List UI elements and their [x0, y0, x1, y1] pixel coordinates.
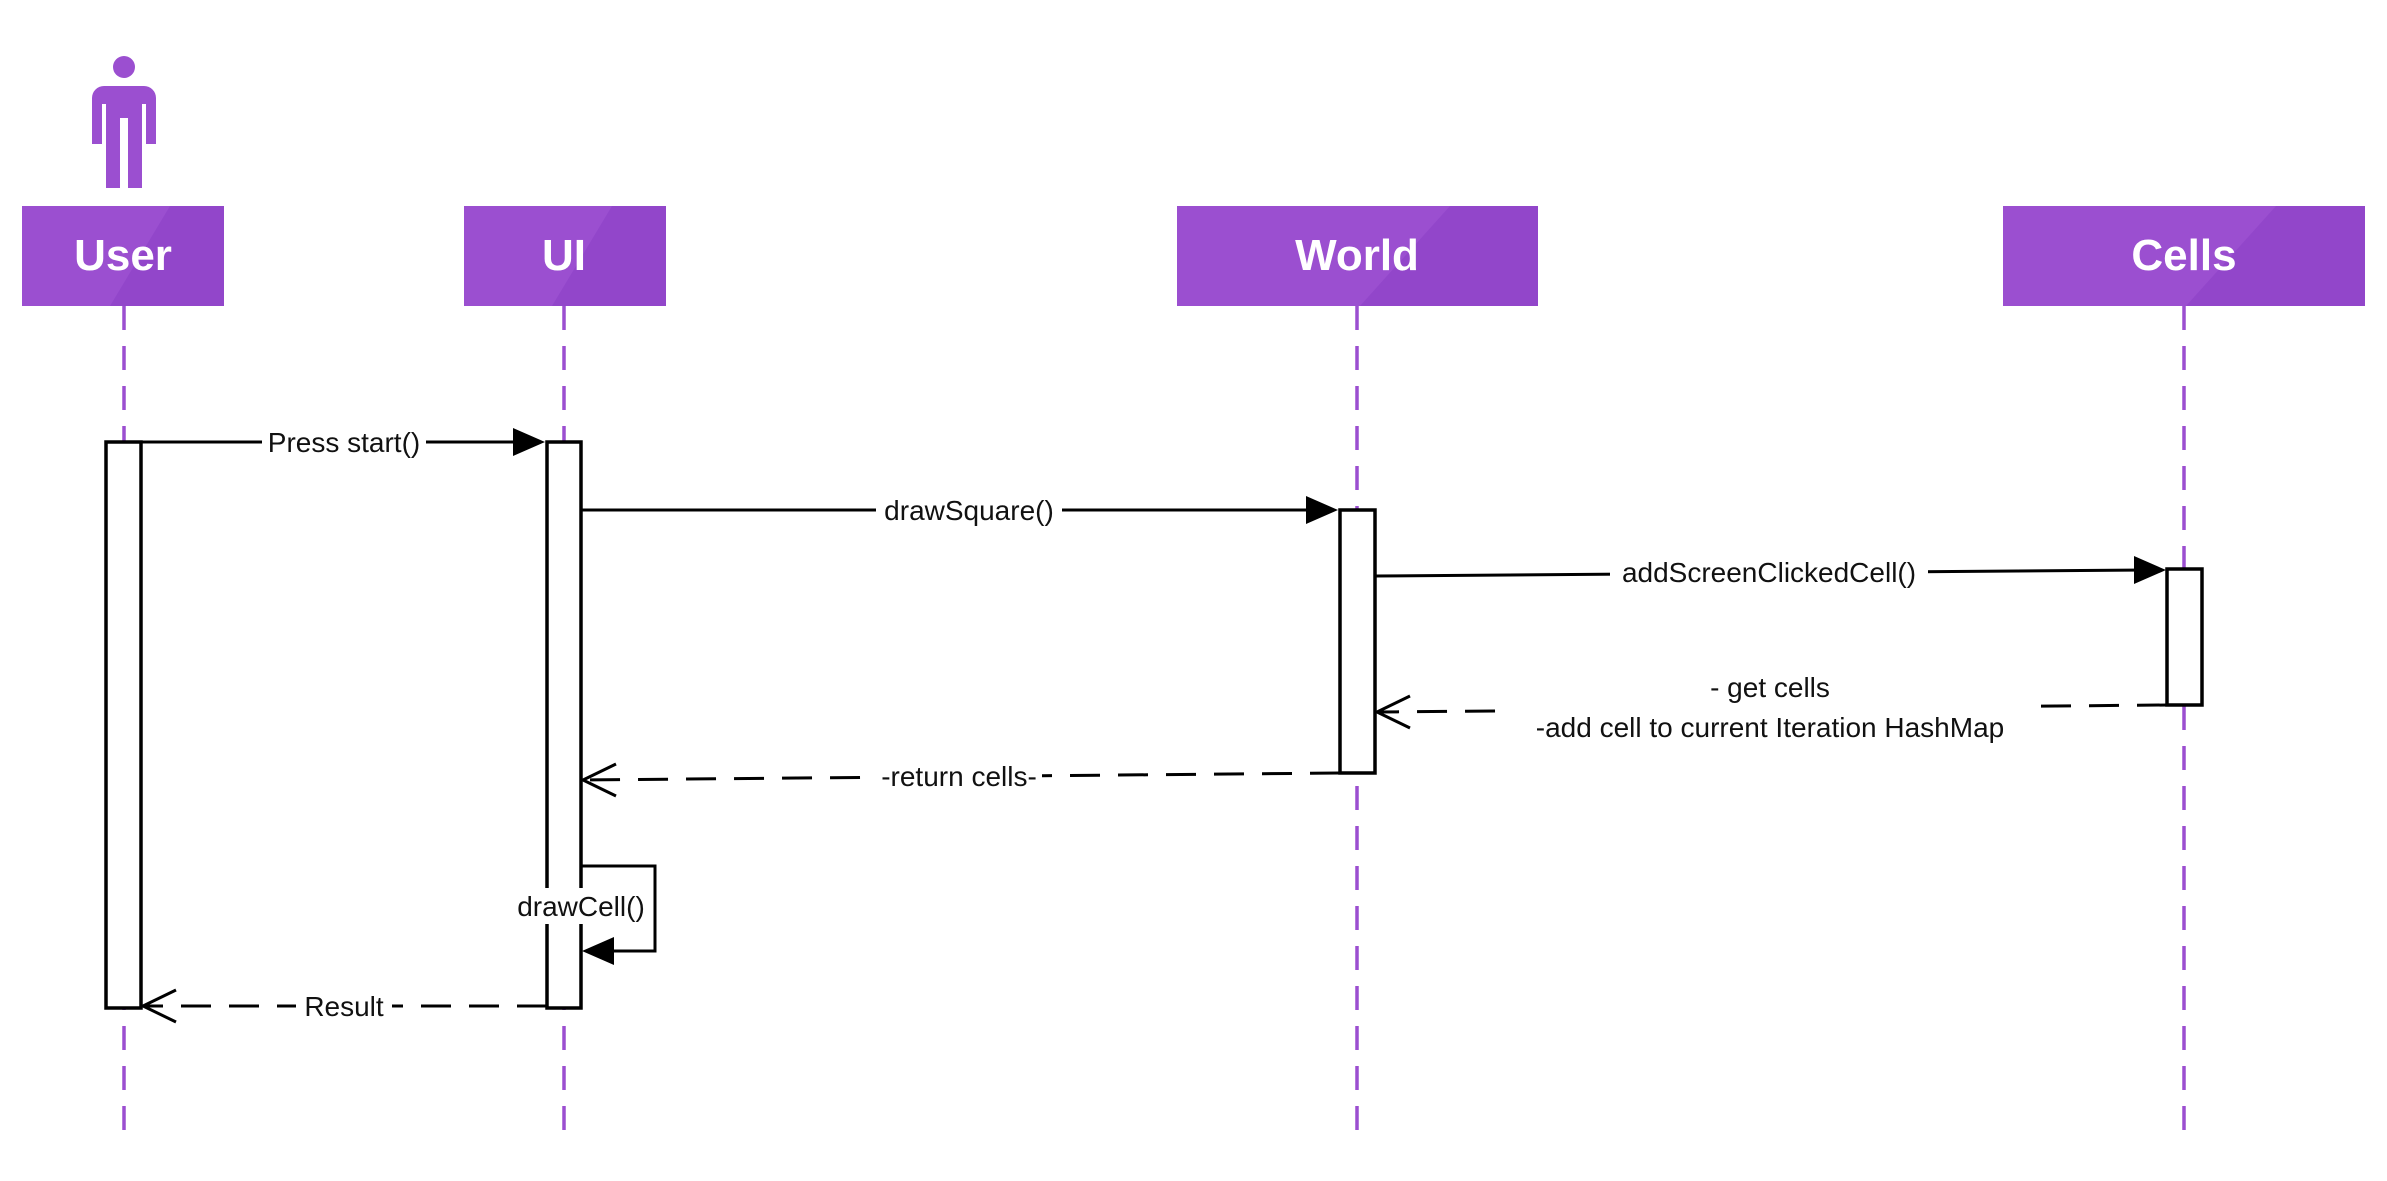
message-get-cells-line-2: -add cell to current Iteration HashMap [1536, 712, 2004, 743]
message-press-start-label: Press start() [268, 427, 420, 458]
participant-cells-label: Cells [2131, 231, 2236, 280]
filled-arrowhead-icon [513, 428, 545, 456]
actor-stick-person-icon [92, 56, 156, 188]
message-return-cells-label: -return cells- [881, 761, 1037, 792]
filled-arrowhead-icon [582, 937, 614, 965]
message-return-cells: -return cells- [579, 758, 1341, 798]
participant-world-label: World [1295, 231, 1419, 280]
message-get-cells: - get cells -add cell to current Iterati… [1373, 668, 2168, 748]
message-draw-cell-label: drawCell() [517, 891, 645, 922]
message-press-start: Press start() [141, 424, 545, 460]
participant-ui-label: UI [542, 231, 586, 280]
participant-cells: Cells [2003, 206, 2365, 306]
activation-cells [2165, 567, 2204, 707]
participant-user-label: User [74, 231, 172, 280]
message-get-cells-line-1: - get cells [1710, 672, 1830, 703]
open-arrowhead-icon [579, 762, 617, 798]
filled-arrowhead-icon [1306, 496, 1338, 524]
activation-world [1338, 508, 1377, 775]
message-add-screen-clicked-cell: addScreenClickedCell() [1374, 554, 2166, 590]
open-arrowhead-icon [1373, 694, 1411, 730]
open-arrowhead-icon [139, 988, 177, 1024]
message-add-screen-clicked-cell-label: addScreenClickedCell() [1622, 557, 1916, 588]
message-result-label: Result [304, 991, 384, 1022]
message-draw-square: drawSquare() [581, 492, 1338, 528]
message-draw-square-label: drawSquare() [884, 495, 1054, 526]
participant-world: World [1177, 206, 1538, 306]
message-draw-cell: drawCell() [511, 864, 657, 965]
filled-arrowhead-icon [2134, 556, 2166, 584]
participant-user: User [22, 206, 224, 306]
activation-user [104, 440, 143, 1010]
message-result: Result [139, 988, 547, 1024]
participant-ui: UI [464, 206, 666, 306]
